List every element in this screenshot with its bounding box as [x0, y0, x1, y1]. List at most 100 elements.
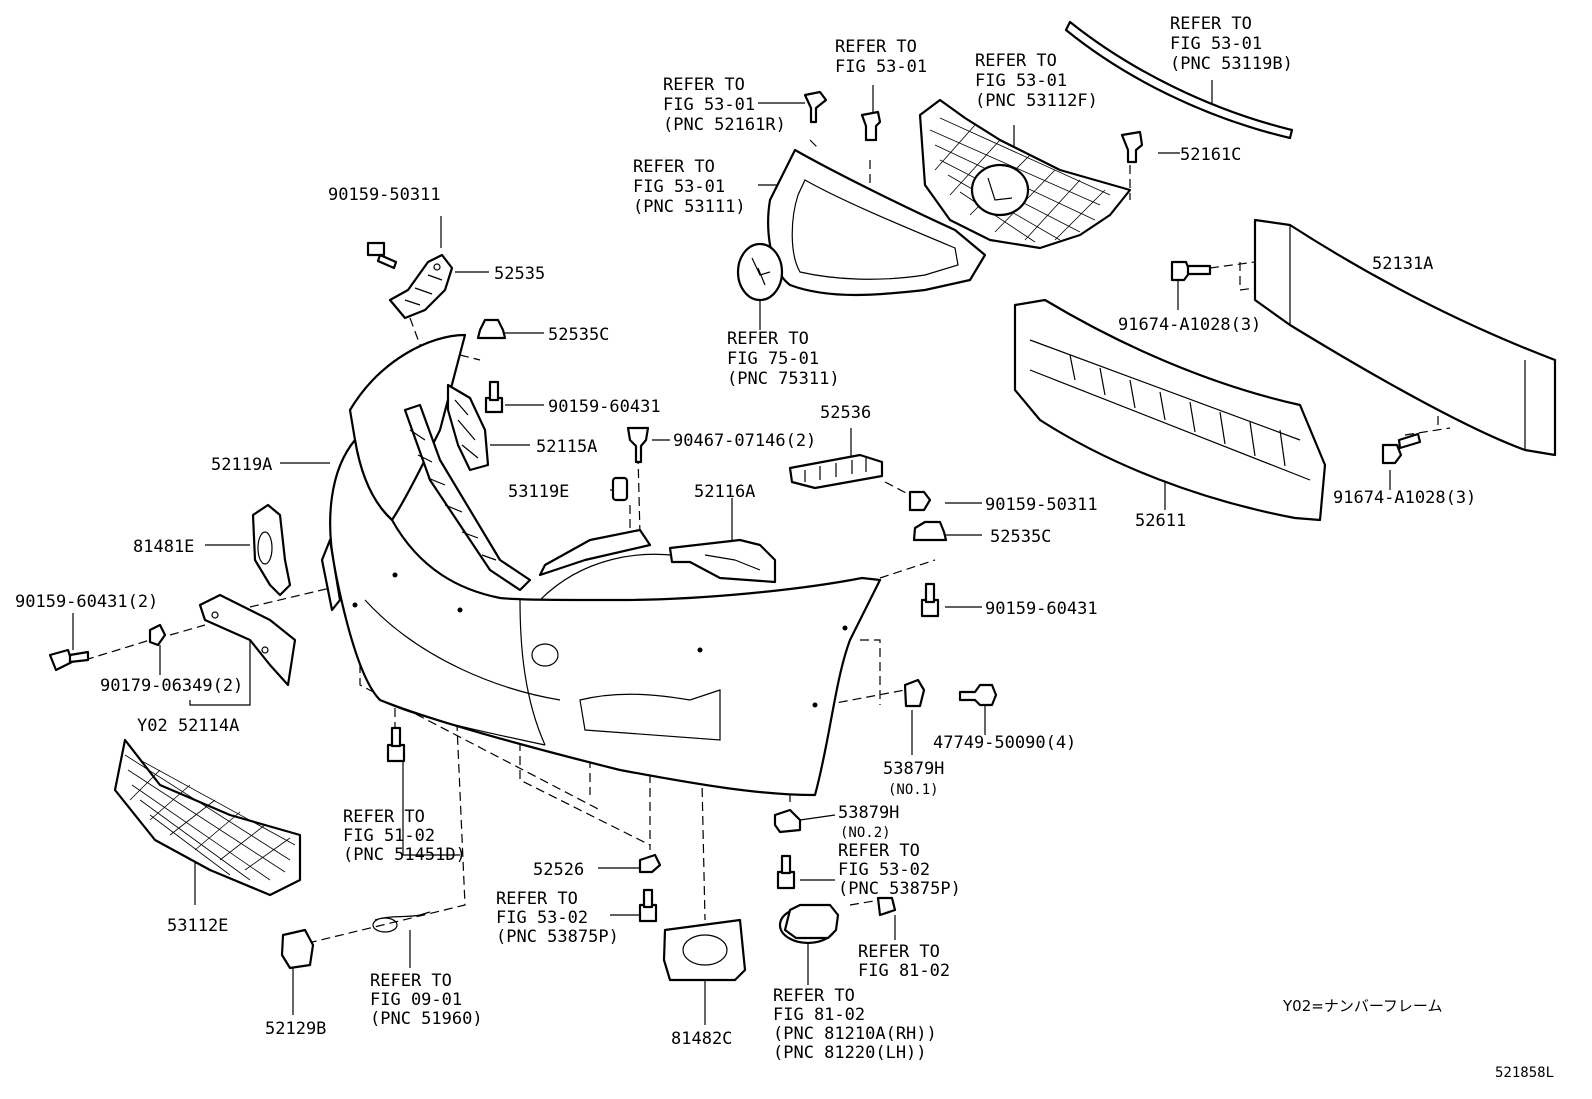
bolt-90159-60431-left: [48, 648, 90, 672]
label-53879h-no1: 53879H: [883, 759, 944, 779]
label-53119e: 53119E: [508, 482, 569, 502]
bracket-52535: [388, 253, 454, 320]
label-53112e: 53112E: [167, 916, 228, 936]
bracket-52114a: [198, 593, 297, 687]
label-90179-06349-2: 90179-06349(2): [100, 676, 243, 696]
label-90159-60431-right: 90159-60431: [985, 599, 1098, 619]
ref-53111-line3: (PNC 53111): [633, 197, 746, 217]
labels: REFER TO FIG 53-01 (PNC 52161R) REFER TO…: [15, 14, 1554, 1081]
ref-81-02-line2: FIG 81-02: [858, 961, 950, 981]
label-90159-60431-2: 90159-60431(2): [15, 592, 158, 612]
label-52115a: 52115A: [536, 437, 597, 457]
label-91674-bottom: 91674-A1028(3): [1333, 488, 1476, 508]
label-52536: 52536: [820, 403, 871, 423]
ref-53875p-left-line1: REFER TO: [496, 889, 578, 909]
ref-53112f-line1: REFER TO: [975, 51, 1057, 71]
clip-52535c-top: [476, 318, 507, 340]
label-52129b: 52129B: [265, 1019, 326, 1039]
label-no1: (NO.1): [888, 782, 939, 798]
clip-52161r: [803, 90, 828, 124]
ref-51960-line3: (PNC 51960): [370, 1009, 483, 1029]
tow-hook-51960: [372, 911, 431, 933]
ref-75311-line1: REFER TO: [727, 329, 809, 349]
ref-53875p-right-line3: (PNC 53875P): [838, 879, 961, 899]
cover-81481e: [251, 503, 292, 597]
ref-75311-line2: FIG 75-01: [727, 349, 819, 369]
bolt-91674-top: [1170, 260, 1212, 282]
label-52116a: 52116A: [694, 482, 755, 502]
emblem-75311: [736, 242, 784, 302]
ref-53119b-line2: FIG 53-01: [1170, 34, 1262, 54]
bolt-90159-60431-right: [920, 582, 940, 618]
ref-top-center-line1: REFER TO: [835, 37, 917, 57]
ref-81-02-line1: REFER TO: [858, 942, 940, 962]
bracket-52536: [788, 453, 884, 490]
clip-top-center: [860, 110, 882, 142]
ref-51451d-line2: FIG 51-02: [343, 826, 435, 846]
clip-52161c: [1120, 130, 1144, 164]
bolt-90159-60431-mid: [484, 380, 504, 414]
label-91674-top: 91674-A1028(3): [1118, 315, 1261, 335]
label-52535: 52535: [494, 264, 545, 284]
clip-52535c-right: [912, 520, 948, 542]
label-52535c-right: 52535C: [990, 527, 1051, 547]
bolt-51451d: [386, 726, 406, 763]
label-52611: 52611: [1135, 511, 1186, 531]
ref-81210a-line4: (PNC 81220(LH)): [773, 1043, 927, 1063]
cover-81482c: [662, 918, 747, 982]
label-52119a: 52119A: [211, 455, 272, 475]
grommet-47749-50090: [958, 683, 998, 707]
moulding-53119b: [1064, 20, 1294, 140]
ref-53875p-left-line3: (PNC 53875P): [496, 927, 619, 947]
label-90159-50311-top: 90159-50311: [328, 185, 441, 205]
ref-53119b-line3: (PNC 53119B): [1170, 54, 1293, 74]
absorber-52116a: [668, 538, 777, 584]
ref-75311-line3: (PNC 75311): [727, 369, 840, 389]
ref-53112f-line2: FIG 53-01: [975, 71, 1067, 91]
upper-retainer: [403, 403, 532, 592]
clip-90467-07146: [626, 426, 650, 464]
ref-51451d-line1: REFER TO: [343, 807, 425, 827]
label-90467-07146: 90467-07146(2): [673, 431, 816, 451]
ref-53875p-right-line2: FIG 53-02: [838, 860, 930, 880]
ref-53875p-right-line1: REFER TO: [838, 841, 920, 861]
label-47749-50090: 47749-50090(4): [933, 733, 1076, 753]
note-y02: Y02=ナンバーフレーム: [1282, 997, 1442, 1015]
ref-top-center-line2: FIG 53-01: [835, 57, 927, 77]
bolt-90159-50311-top: [366, 241, 398, 270]
grille-53112e: [113, 738, 302, 897]
ref-51451d-line3: (PNC 51451D): [343, 845, 466, 865]
clip-53879h-no2: [773, 808, 802, 834]
label-y02-52114a: Y02 52114A: [137, 716, 239, 736]
label-81482c: 81482C: [671, 1029, 732, 1049]
part-53119e: [538, 476, 652, 577]
bolt-91674-bottom: [1381, 432, 1422, 465]
ref-81210a-line3: (PNC 81210A(RH)): [773, 1024, 937, 1044]
bolt-90159-50311-right: [908, 490, 932, 512]
ref-81210a-line2: FIG 81-02: [773, 1005, 865, 1025]
label-90159-50311-right: 90159-50311: [985, 495, 1098, 515]
absorber-52611: [1013, 298, 1327, 522]
ref-53111-line1: REFER TO: [633, 157, 715, 177]
ref-51960-line1: REFER TO: [370, 971, 452, 991]
cover-52129b: [280, 928, 315, 970]
label-52131a: 52131A: [1372, 254, 1433, 274]
ref-52161r-line2: FIG 53-01: [663, 95, 755, 115]
bolt-53875p-right: [776, 854, 796, 890]
sensor-81210a: [778, 896, 897, 945]
ref-53119b-line1: REFER TO: [1170, 14, 1252, 34]
ref-81210a-line1: REFER TO: [773, 986, 855, 1006]
ref-53111-line2: FIG 53-01: [633, 177, 725, 197]
clip-53879h-no1: [903, 678, 926, 708]
ref-52161r-line1: REFER TO: [663, 75, 745, 95]
ref-52161r-line3: (PNC 52161R): [663, 115, 786, 135]
ref-53875p-left-line2: FIG 53-02: [496, 908, 588, 928]
label-90159-60431-mid: 90159-60431: [548, 397, 661, 417]
reinforcement-52131a: [1253, 218, 1557, 457]
label-52535c-top: 52535C: [548, 325, 609, 345]
bumper-cover-52119a: [320, 333, 882, 797]
label-52161c: 52161C: [1180, 145, 1241, 165]
label-53879h-no2: 53879H: [838, 803, 899, 823]
clip-52526: [638, 853, 662, 874]
